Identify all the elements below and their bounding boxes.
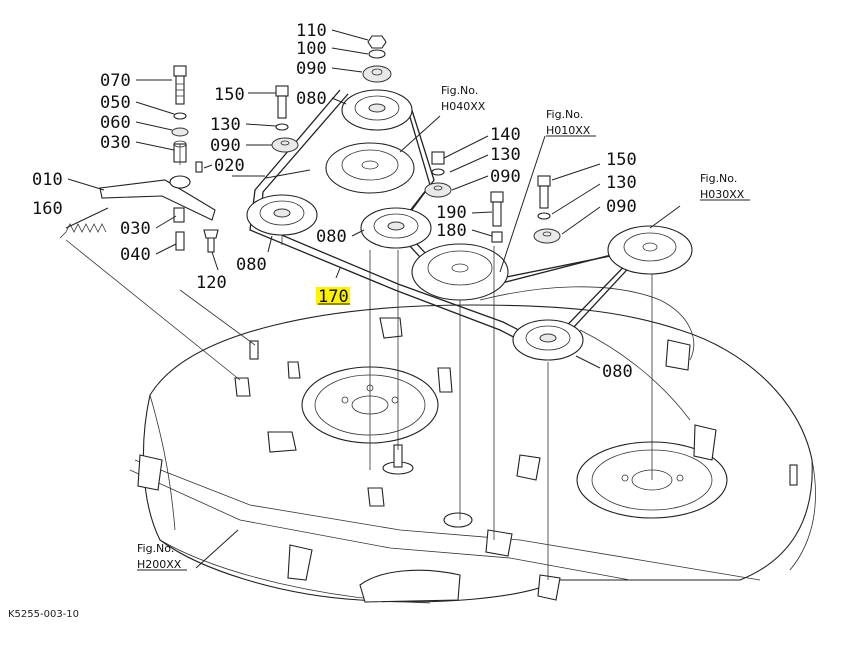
label-110: 110 [296,21,327,41]
label-050: 050 [100,93,131,113]
diagram-code: K5255-003-10 [8,609,79,620]
figref-h010-code: H010XX [546,124,591,137]
label-140: 140 [490,125,521,145]
label-100: 100 [296,39,327,59]
label-160: 160 [32,199,63,219]
spring-160 [59,223,107,239]
label-190: 190 [436,203,467,223]
label-070: 070 [100,71,131,91]
figref-h040-code: H040XX [441,100,486,113]
label-060: 060 [100,113,131,133]
label-030: 030 [120,219,151,239]
label-170: 170 [318,287,349,307]
leader-lines [65,29,681,580]
figref-h200-code: H200XX [137,558,182,571]
bolt-150-left [271,85,299,153]
figref-h040-title: Fig.No. [441,84,478,97]
pulley-idler-center [360,207,432,249]
pulley-idler-left [246,194,318,236]
label-030: 030 [100,133,131,153]
label-090: 090 [606,197,637,217]
part-labels: 110 100 090 150 080 070 050 060 030 130 … [32,21,637,382]
label-120: 120 [196,273,227,293]
tension-arm [99,161,219,253]
label-040: 040 [120,245,151,265]
hardware-stack-140 [424,151,452,198]
figref-h030-code: H030XX [700,188,745,201]
pulley-spindle-right [607,225,693,275]
label-150: 150 [214,85,245,105]
label-010: 010 [32,170,63,190]
label-090: 090 [490,167,521,187]
pulley-fixed-large [325,142,415,194]
label-180: 180 [436,221,467,241]
label-080: 080 [296,89,327,109]
label-090: 090 [296,59,327,79]
pulley-top [341,89,413,131]
bolt-190 [490,191,504,243]
label-150: 150 [606,150,637,170]
bolt-150-right [533,175,561,244]
highlight-170 [316,287,350,305]
label-080: 080 [236,255,267,275]
label-130: 130 [490,145,521,165]
label-130: 130 [606,173,637,193]
label-020: 020 [214,156,245,176]
label-090: 090 [210,136,241,156]
mower-deck [129,286,816,604]
figref-h200-title: Fig.No. [137,542,174,555]
label-080: 080 [602,362,633,382]
figure-refs: Fig.No. H040XX Fig.No. H010XX Fig.No. H0… [137,84,750,571]
figref-h030-title: Fig.No. [700,172,737,185]
hardware-stack-top [362,35,392,83]
pulley-idler-right [512,319,584,361]
label-080: 080 [316,227,347,247]
figref-h010-title: Fig.No. [546,108,583,121]
label-130: 130 [210,115,241,135]
